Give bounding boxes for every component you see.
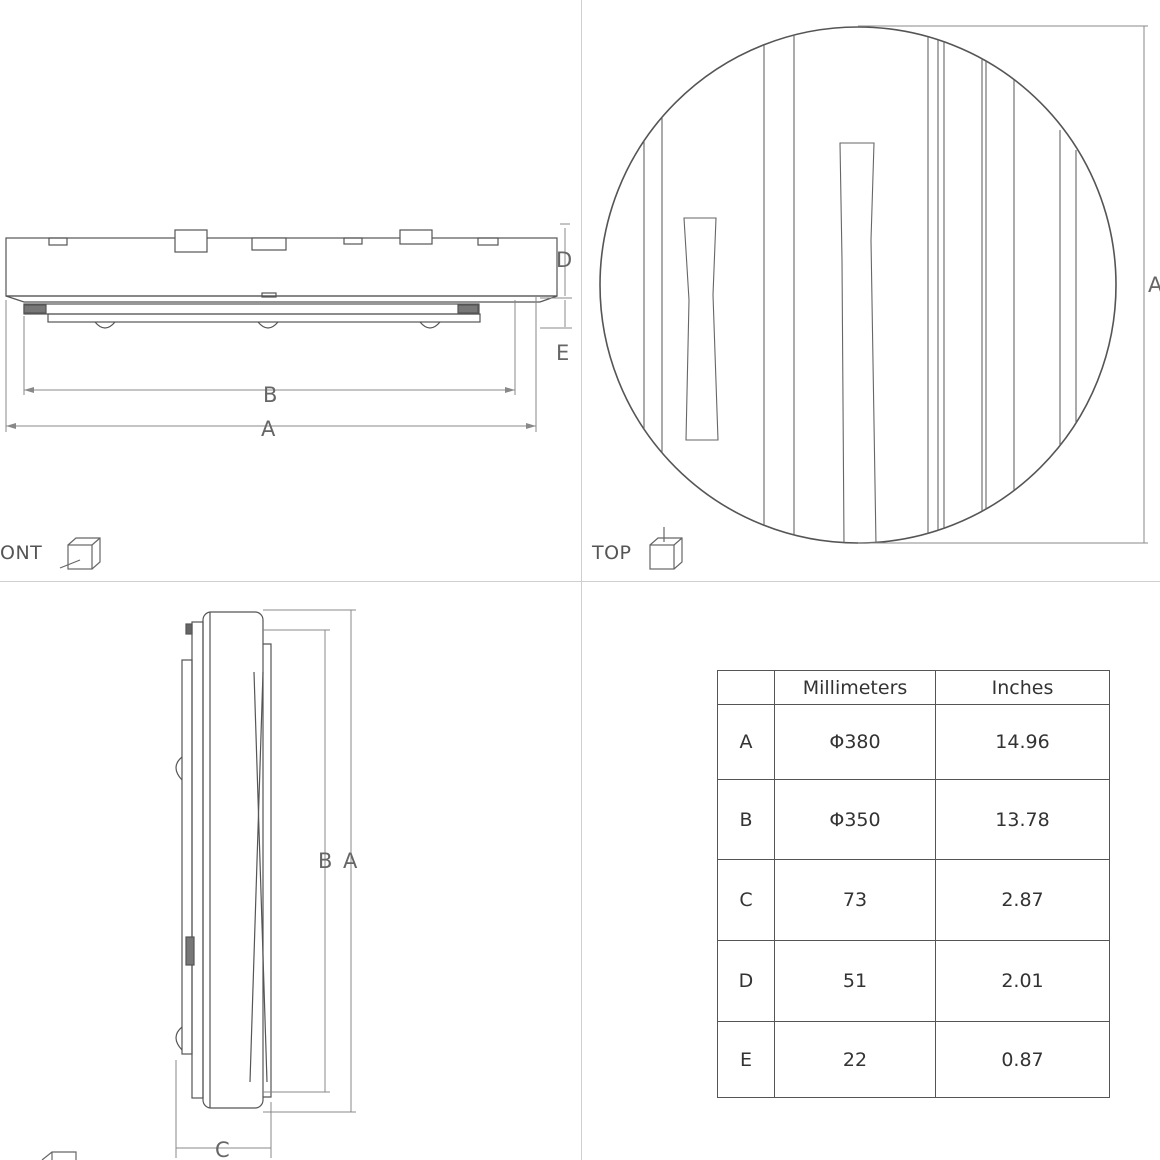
- vertical-divider: [581, 0, 582, 1160]
- row-mm: Φ350: [774, 779, 936, 860]
- row-label: B: [717, 779, 775, 860]
- dim-label-b: B: [263, 383, 277, 407]
- row-inches: 14.96: [935, 704, 1110, 780]
- row-inches: 13.78: [935, 779, 1110, 860]
- top-circle-outline: [599, 26, 1117, 544]
- top-view-label: TOP: [592, 542, 632, 564]
- row-inches: 2.87: [935, 859, 1110, 941]
- header-letter: [717, 670, 775, 705]
- dimension-table: Millimeters Inches A Φ380 14.96 B Φ350 1…: [717, 670, 1110, 1098]
- table-row: E 22 0.87: [717, 1021, 1110, 1098]
- top-view-drawing: A: [599, 25, 1160, 570]
- header-inches: Inches: [935, 670, 1110, 705]
- table-header-row: Millimeters Inches: [717, 670, 1110, 705]
- row-mm: 22: [774, 1021, 936, 1098]
- top-view-panel: A TOP: [582, 0, 1160, 581]
- dim-label-e: E: [556, 341, 569, 365]
- table-row: D 51 2.01: [717, 940, 1110, 1022]
- row-label: E: [717, 1021, 775, 1098]
- front-view-drawing: B A D E: [5, 223, 572, 570]
- top-stripes: [643, 30, 1077, 543]
- header-millimeters: Millimeters: [774, 670, 936, 705]
- side-cube-icon: [41, 1151, 77, 1160]
- table-row: C 73 2.87: [717, 859, 1110, 941]
- row-label: D: [717, 940, 775, 1022]
- top-cube-icon: [649, 527, 683, 570]
- side-view-drawing: B A C: [41, 609, 358, 1160]
- row-inches: 2.01: [935, 940, 1110, 1022]
- side-dim-label-a: A: [343, 849, 358, 873]
- front-cube-icon: [59, 537, 101, 570]
- front-view-panel: B A D E ONT: [0, 0, 581, 581]
- dimension-table-panel: Millimeters Inches A Φ380 14.96 B Φ350 1…: [582, 582, 1160, 1160]
- row-label: A: [717, 704, 775, 780]
- dim-label-d: D: [556, 248, 572, 272]
- top-dim-label-a: A: [1148, 273, 1160, 297]
- front-diffuser-plate: [23, 303, 480, 315]
- row-mm: 73: [774, 859, 936, 941]
- dim-label-a: A: [261, 417, 276, 441]
- side-dim-label-b: B: [318, 849, 332, 873]
- row-label: C: [717, 859, 775, 941]
- row-inches: 0.87: [935, 1021, 1110, 1098]
- side-view-panel: B A C: [0, 582, 581, 1160]
- table-row: B Φ350 13.78: [717, 779, 1110, 860]
- row-mm: Φ380: [774, 704, 936, 780]
- side-dim-label-c: C: [215, 1138, 230, 1160]
- front-view-label: ONT: [0, 542, 43, 564]
- horizontal-divider: [0, 581, 1160, 582]
- table-row: A Φ380 14.96: [717, 704, 1110, 780]
- row-mm: 51: [774, 940, 936, 1022]
